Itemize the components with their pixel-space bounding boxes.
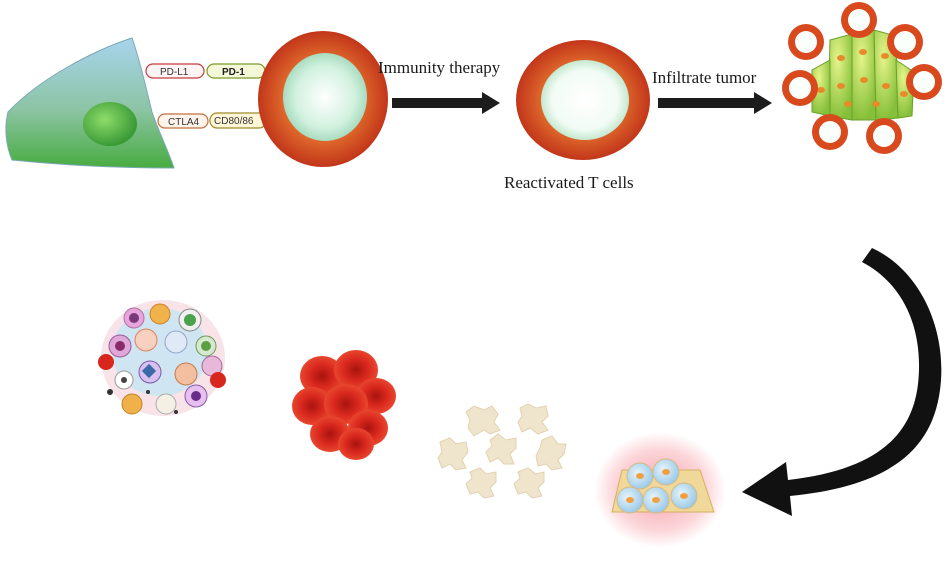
tumor-infiltration xyxy=(782,2,942,154)
pd-l1-receptor: PD-L1 xyxy=(145,63,205,79)
cd80-86-receptor: CD80/86 xyxy=(209,112,267,129)
reactivated-t-cells-label: Reactivated T cells xyxy=(504,173,634,192)
cd80-86-label: CD80/86 xyxy=(214,116,254,127)
infiltrating-t-cells xyxy=(782,2,942,154)
immunity-therapy-label: Immunity therapy xyxy=(378,58,501,77)
red-blood-cells xyxy=(292,350,396,460)
tumor-microenvironment-cluster xyxy=(98,300,226,416)
t-cell xyxy=(258,31,388,167)
pd-1-label: PD-1 xyxy=(222,67,245,78)
tumor-cell-cluster xyxy=(594,432,726,548)
ctla4-receptor: CTLA4 xyxy=(157,113,209,129)
infiltrate-tumor-label: Infiltrate tumor xyxy=(652,68,757,87)
pd-1-receptor: PD-1 xyxy=(206,63,266,79)
curved-arrow-icon xyxy=(742,248,942,516)
ctla4-label: CTLA4 xyxy=(168,117,200,128)
apc-nucleus xyxy=(83,102,137,146)
arrow-right-icon xyxy=(658,92,772,114)
antigen-presenting-cell xyxy=(5,37,175,169)
pd-l1-label: PD-L1 xyxy=(160,67,189,78)
reactivated-t-cell xyxy=(516,40,650,160)
tumor-cells-bottom xyxy=(616,458,698,514)
arrow-right-icon xyxy=(392,92,500,114)
platelets xyxy=(437,403,567,499)
